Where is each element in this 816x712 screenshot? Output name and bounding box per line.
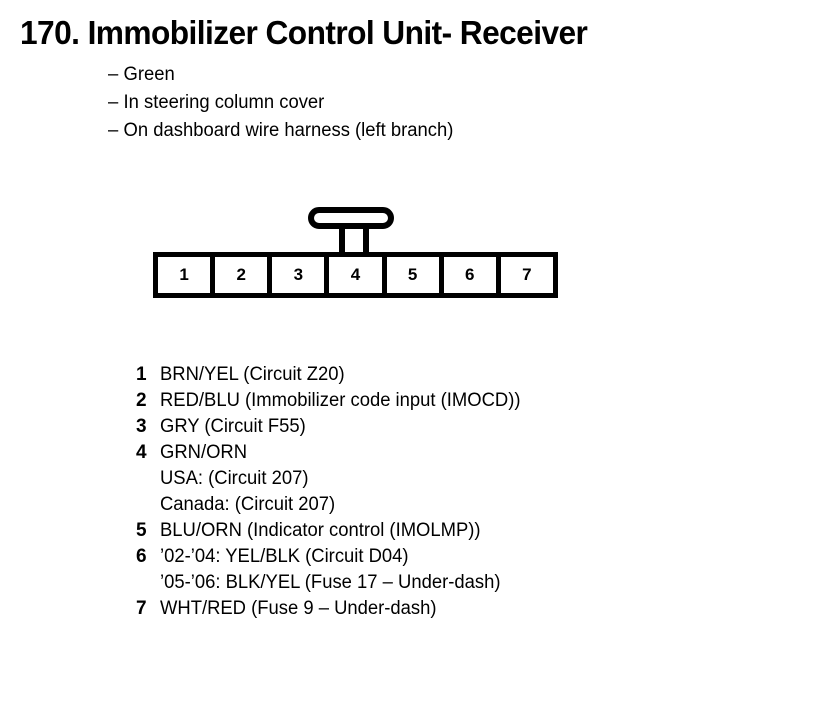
pin-legend-number: 6 — [136, 546, 147, 567]
pin-legend-row: 6 ’02-’04: YEL/BLK (Circuit D04) — [136, 546, 532, 572]
connector-pin-4: 4 — [329, 257, 387, 293]
pin-number-label: 5 — [407, 265, 418, 284]
pin-legend-row: 1 BRN/YEL (Circuit Z20) — [136, 364, 532, 390]
description-item-label: In steering column cover — [123, 92, 325, 113]
connector-diagram: 1 2 3 4 5 6 7 — [153, 207, 573, 302]
dash-bullet-icon: – — [108, 120, 119, 141]
pin-legend-row: 3 GRY (Circuit F55) — [136, 416, 532, 442]
pin-legend-number: 4 — [136, 442, 147, 463]
pin-number-label: 3 — [293, 265, 304, 284]
pin-legend-number: 5 — [136, 520, 147, 541]
description-item: – Green — [108, 64, 453, 92]
pin-legend-subline: ’05-’06: BLK/YEL (Fuse 17 – Under-dash) — [160, 572, 501, 593]
pin-legend-row: 5 BLU/ORN (Indicator control (IMOLMP)) — [136, 520, 532, 546]
pin-legend-number: 3 — [136, 416, 147, 437]
pin-legend-description: RED/BLU (Immobilizer code input (IMOCD)) — [160, 390, 521, 411]
connector-pin-3: 3 — [272, 257, 330, 293]
description-item-label: Green — [123, 64, 175, 85]
pin-legend-description: GRY (Circuit F55) — [160, 416, 306, 437]
pin-number-label: 6 — [465, 265, 475, 284]
pin-legend-list: 1 BRN/YEL (Circuit Z20) 2 RED/BLU (Immob… — [136, 364, 532, 624]
pin-legend-number: 2 — [136, 390, 147, 411]
pin-legend-row: 2 RED/BLU (Immobilizer code input (IMOCD… — [136, 390, 532, 416]
pin-number-label: 7 — [522, 265, 532, 284]
pin-legend-description: ’02-’04: YEL/BLK (Circuit D04) — [160, 546, 409, 567]
connector-pin-2: 2 — [215, 257, 273, 293]
dash-bullet-icon: – — [108, 64, 119, 85]
pin-number-label: 1 — [179, 265, 189, 284]
tab-neck-left-shape — [339, 227, 345, 253]
description-list: – Green – In steering column cover – On … — [108, 64, 464, 148]
dash-bullet-icon: – — [108, 92, 119, 113]
pin-legend-description: WHT/RED (Fuse 9 – Under-dash) — [160, 598, 437, 619]
pin-number-label: 4 — [350, 265, 361, 284]
description-item-label: On dashboard wire harness (left branch) — [123, 120, 454, 141]
pin-legend-row: 7 WHT/RED (Fuse 9 – Under-dash) — [136, 598, 532, 624]
tab-loop-shape — [308, 207, 394, 229]
pin-legend-description: BLU/ORN (Indicator control (IMOLMP)) — [160, 520, 481, 541]
page-title: 170. Immobilizer Control Unit- Receiver — [20, 14, 588, 51]
connector-pin-1: 1 — [158, 257, 216, 293]
pin-legend-row: 4 GRN/ORN — [136, 442, 532, 468]
pin-number-label: 2 — [236, 265, 246, 284]
pin-legend-subline: Canada: (Circuit 207) — [160, 494, 336, 515]
pin-legend-number: 1 — [136, 364, 147, 385]
connector-body: 1 2 3 4 5 6 7 — [153, 252, 558, 298]
description-item: – In steering column cover — [108, 92, 453, 120]
tab-neck-right-shape — [363, 227, 369, 253]
pin-legend-description: GRN/ORN — [160, 442, 248, 463]
connector-locking-tab-icon — [308, 207, 404, 253]
pin-legend-number: 7 — [136, 598, 147, 619]
pin-legend-description: BRN/YEL (Circuit Z20) — [160, 364, 345, 385]
connector-pin-7: 7 — [500, 257, 553, 293]
connector-pin-6: 6 — [443, 257, 501, 293]
connector-pin-5: 5 — [386, 257, 444, 293]
pin-legend-subline: USA: (Circuit 207) — [160, 468, 309, 489]
description-item: – On dashboard wire harness (left branch… — [108, 120, 453, 148]
